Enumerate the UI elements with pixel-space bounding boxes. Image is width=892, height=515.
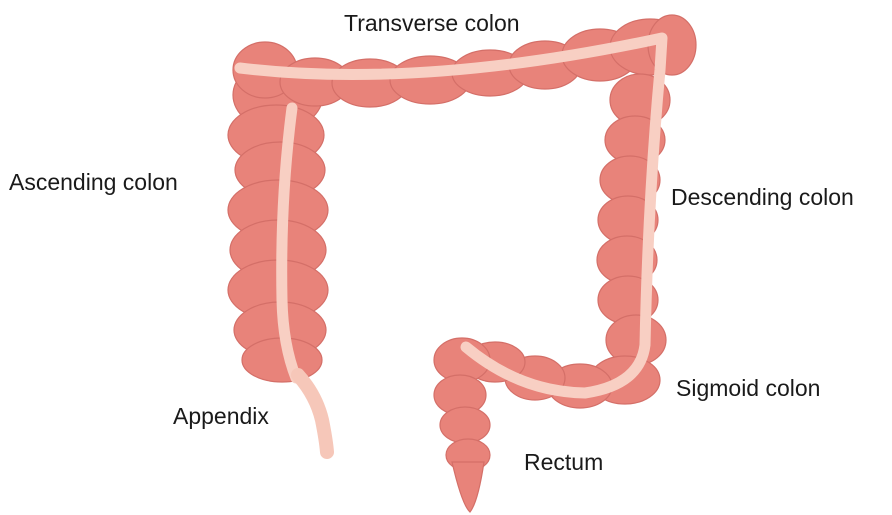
appendix-label: Appendix — [173, 405, 269, 428]
descending-colon-label: Descending colon — [671, 186, 854, 209]
rectum-label: Rectum — [524, 451, 603, 474]
ascending-colon-label: Ascending colon — [9, 171, 178, 194]
appendix-shape — [298, 375, 327, 452]
sigmoid-colon-label: Sigmoid colon — [676, 377, 820, 400]
transverse-colon-label: Transverse colon — [344, 12, 520, 35]
